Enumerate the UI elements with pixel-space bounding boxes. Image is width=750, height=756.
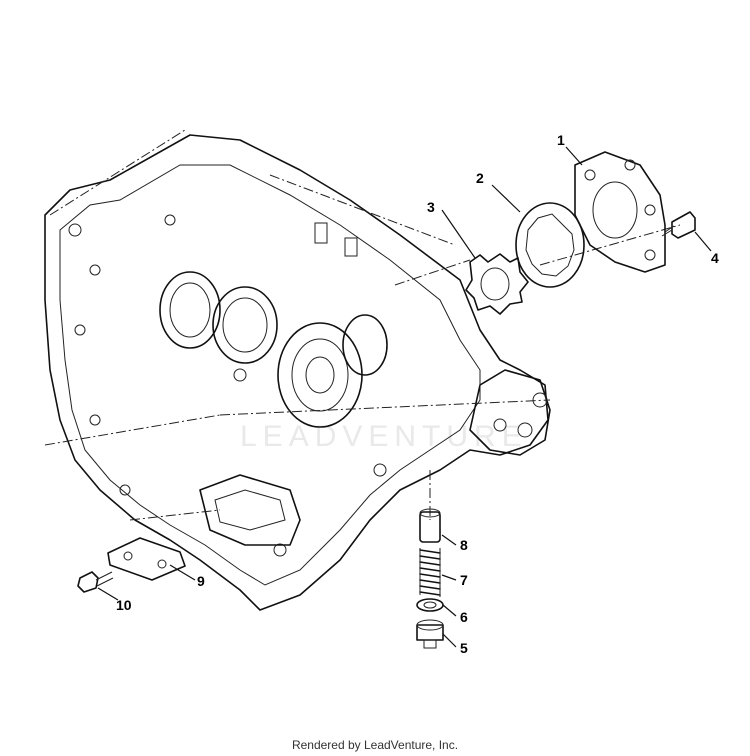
washer [416,598,444,612]
leader-lines [97,146,712,648]
callout-4: 4 [711,250,719,266]
callout-8: 8 [460,537,468,553]
bracket-plate [107,537,186,581]
plug-bolt [416,619,444,649]
watermark: LEADVENTURE [240,420,528,453]
bolt-10 [77,571,114,593]
exploded-parts-diagram: 1 2 3 4 5 6 7 8 9 10 [44,129,719,656]
callout-6: 6 [460,609,468,625]
footer-credit: Rendered by LeadVenture, Inc. [291,738,459,752]
oil-pump-cover [574,151,666,273]
callout-7: 7 [460,572,468,588]
collar [419,508,441,543]
callout-2: 2 [476,170,484,186]
outer-rotor [515,202,585,288]
callout-3: 3 [427,199,435,215]
bolt-4 [661,211,696,239]
callout-9: 9 [197,573,205,589]
inner-rotor [465,253,529,315]
callout-5: 5 [460,640,468,656]
crankcase-housing [44,134,551,611]
relief-spring [419,548,441,597]
callout-1: 1 [557,132,565,148]
callout-10: 10 [116,597,132,613]
callout-labels: 1 2 3 4 5 6 7 8 9 10 [116,132,719,656]
